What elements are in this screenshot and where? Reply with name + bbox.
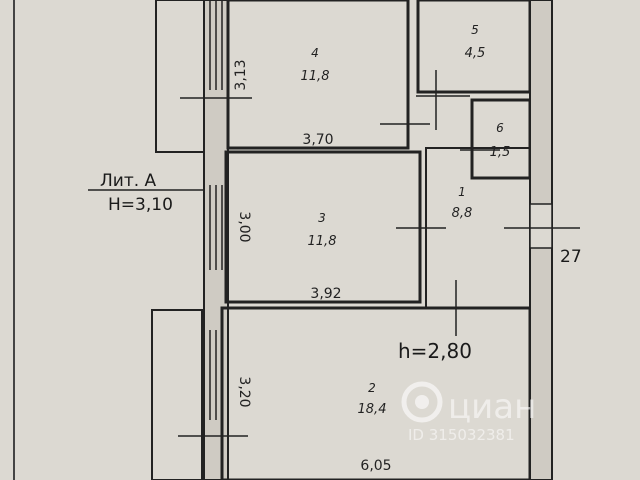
ceiling-height-main: Н=3,10 (108, 195, 173, 215)
watermark-brand: циан (448, 387, 536, 427)
room-3-dim-horizontal: 3,92 (310, 286, 341, 302)
letter-label: Лит. А (100, 171, 157, 191)
room-4-number: 4 (311, 46, 319, 60)
window-upper (209, 0, 223, 90)
room-2-area: 18,4 (358, 402, 387, 417)
room-2-dim-vertical: 3,20 (236, 376, 252, 407)
room-4-dim-horizontal: 3,70 (302, 132, 333, 148)
room-1-number: 1 (458, 185, 466, 199)
room-4-area: 11,8 (301, 69, 330, 84)
room-6-number: 6 (496, 121, 504, 135)
watermark-logo-icon (401, 381, 443, 423)
ceiling-height-secondary: h=2,80 (398, 339, 472, 363)
room-5-area: 4,5 (465, 46, 486, 61)
room-3-dim-vertical: 3,00 (236, 211, 252, 242)
room-2-dim-horizontal: 6,05 (360, 458, 391, 474)
dimension-ticks (88, 70, 580, 437)
room-6-area: 1,5 (490, 145, 511, 160)
edge-mark: 27 (560, 247, 582, 267)
room-4-dim-vertical: 3,13 (233, 59, 249, 90)
room-3 (224, 150, 422, 304)
room-2-number: 2 (368, 381, 376, 395)
window-middle (209, 185, 223, 270)
room-3-area: 11,8 (308, 234, 337, 249)
watermark-id: ID 315032381 (408, 426, 515, 444)
room-3-number: 3 (318, 211, 326, 225)
room-4 (226, 0, 410, 150)
balcony-lower (151, 309, 203, 480)
entrance-door (529, 203, 553, 249)
room-5-number: 5 (471, 23, 479, 37)
watermark: циан ID 315032381 (401, 381, 536, 444)
room-1-area: 8,8 (452, 206, 473, 221)
